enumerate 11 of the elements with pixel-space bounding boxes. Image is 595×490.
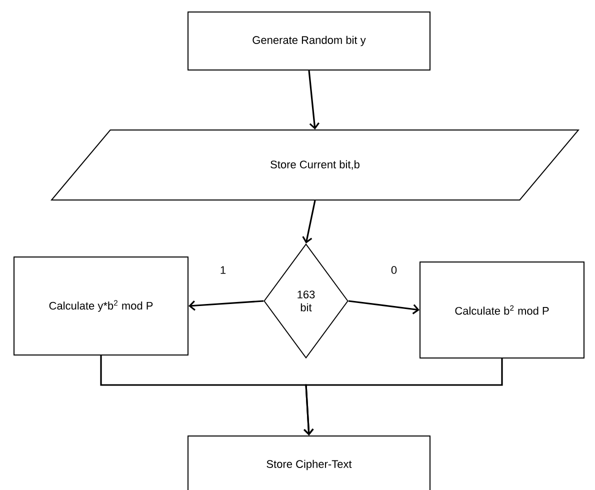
process-box: Calculate y*b$^{2}$ mod P — [14, 256, 188, 356]
edge-label: 1 — [218, 265, 228, 275]
arrow — [348, 300, 420, 314]
process-box: Generate Random bit y — [188, 12, 430, 70]
edge-label: 0 — [390, 265, 398, 275]
arrow — [308, 70, 320, 130]
arrow — [304, 358, 503, 436]
process-box: Calculate b$^{2}$ mod P — [420, 262, 584, 358]
arrow — [188, 300, 264, 311]
process-box: Store Cipher-Text — [188, 436, 430, 490]
arrow — [302, 200, 316, 244]
